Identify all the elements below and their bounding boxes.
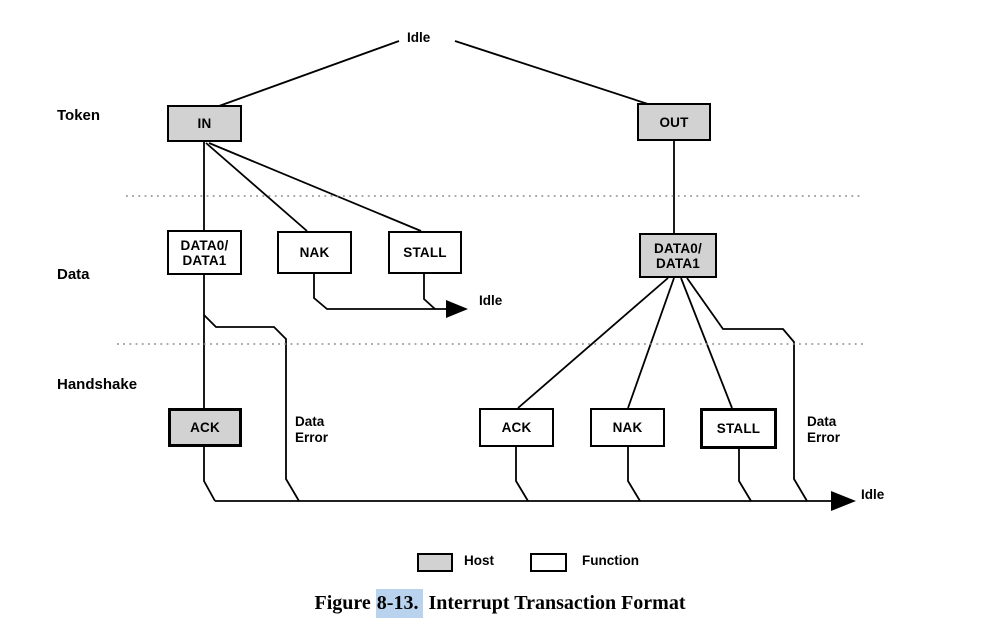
row-label-handshake: Handshake bbox=[57, 376, 138, 393]
data-error-label-right: Data Error bbox=[807, 414, 841, 445]
legend-host-swatch bbox=[417, 553, 453, 572]
idle-label-mid: Idle bbox=[479, 293, 503, 308]
row-label-token: Token bbox=[57, 107, 101, 124]
legend-function-label: Function bbox=[582, 553, 639, 568]
nak-right-box: NAK bbox=[590, 408, 665, 447]
mid-idle-arrowhead-icon bbox=[446, 300, 468, 318]
data01-left-box: DATA0/ DATA1 bbox=[167, 230, 242, 275]
figure-caption: Figure 8-13. Interrupt Transaction Forma… bbox=[0, 589, 1000, 618]
bottom-idle-arrowhead-icon bbox=[831, 491, 856, 511]
row-label-data: Data bbox=[57, 266, 90, 283]
ack-left-box: ACK bbox=[168, 408, 242, 447]
caption-title: Interrupt Transaction Format bbox=[423, 592, 686, 614]
data-error-label-left: Data Error bbox=[295, 414, 329, 445]
stall-left-box: STALL bbox=[388, 231, 462, 274]
stall-right-box: STALL bbox=[700, 408, 777, 449]
data01-right-box: DATA0/ DATA1 bbox=[639, 233, 717, 278]
legend-host-label: Host bbox=[464, 553, 494, 568]
legend-function-swatch bbox=[530, 553, 567, 572]
caption-prefix: Figure bbox=[314, 592, 376, 614]
in-box: IN bbox=[167, 105, 242, 142]
out-box: OUT bbox=[637, 103, 711, 141]
idle-label-bottom: Idle bbox=[861, 487, 885, 502]
caption-figure-number-highlight: 8-13. bbox=[375, 589, 424, 618]
ack-right-box: ACK bbox=[479, 408, 554, 447]
nak-left-box: NAK bbox=[277, 231, 352, 274]
idle-label-top: Idle bbox=[407, 30, 431, 45]
